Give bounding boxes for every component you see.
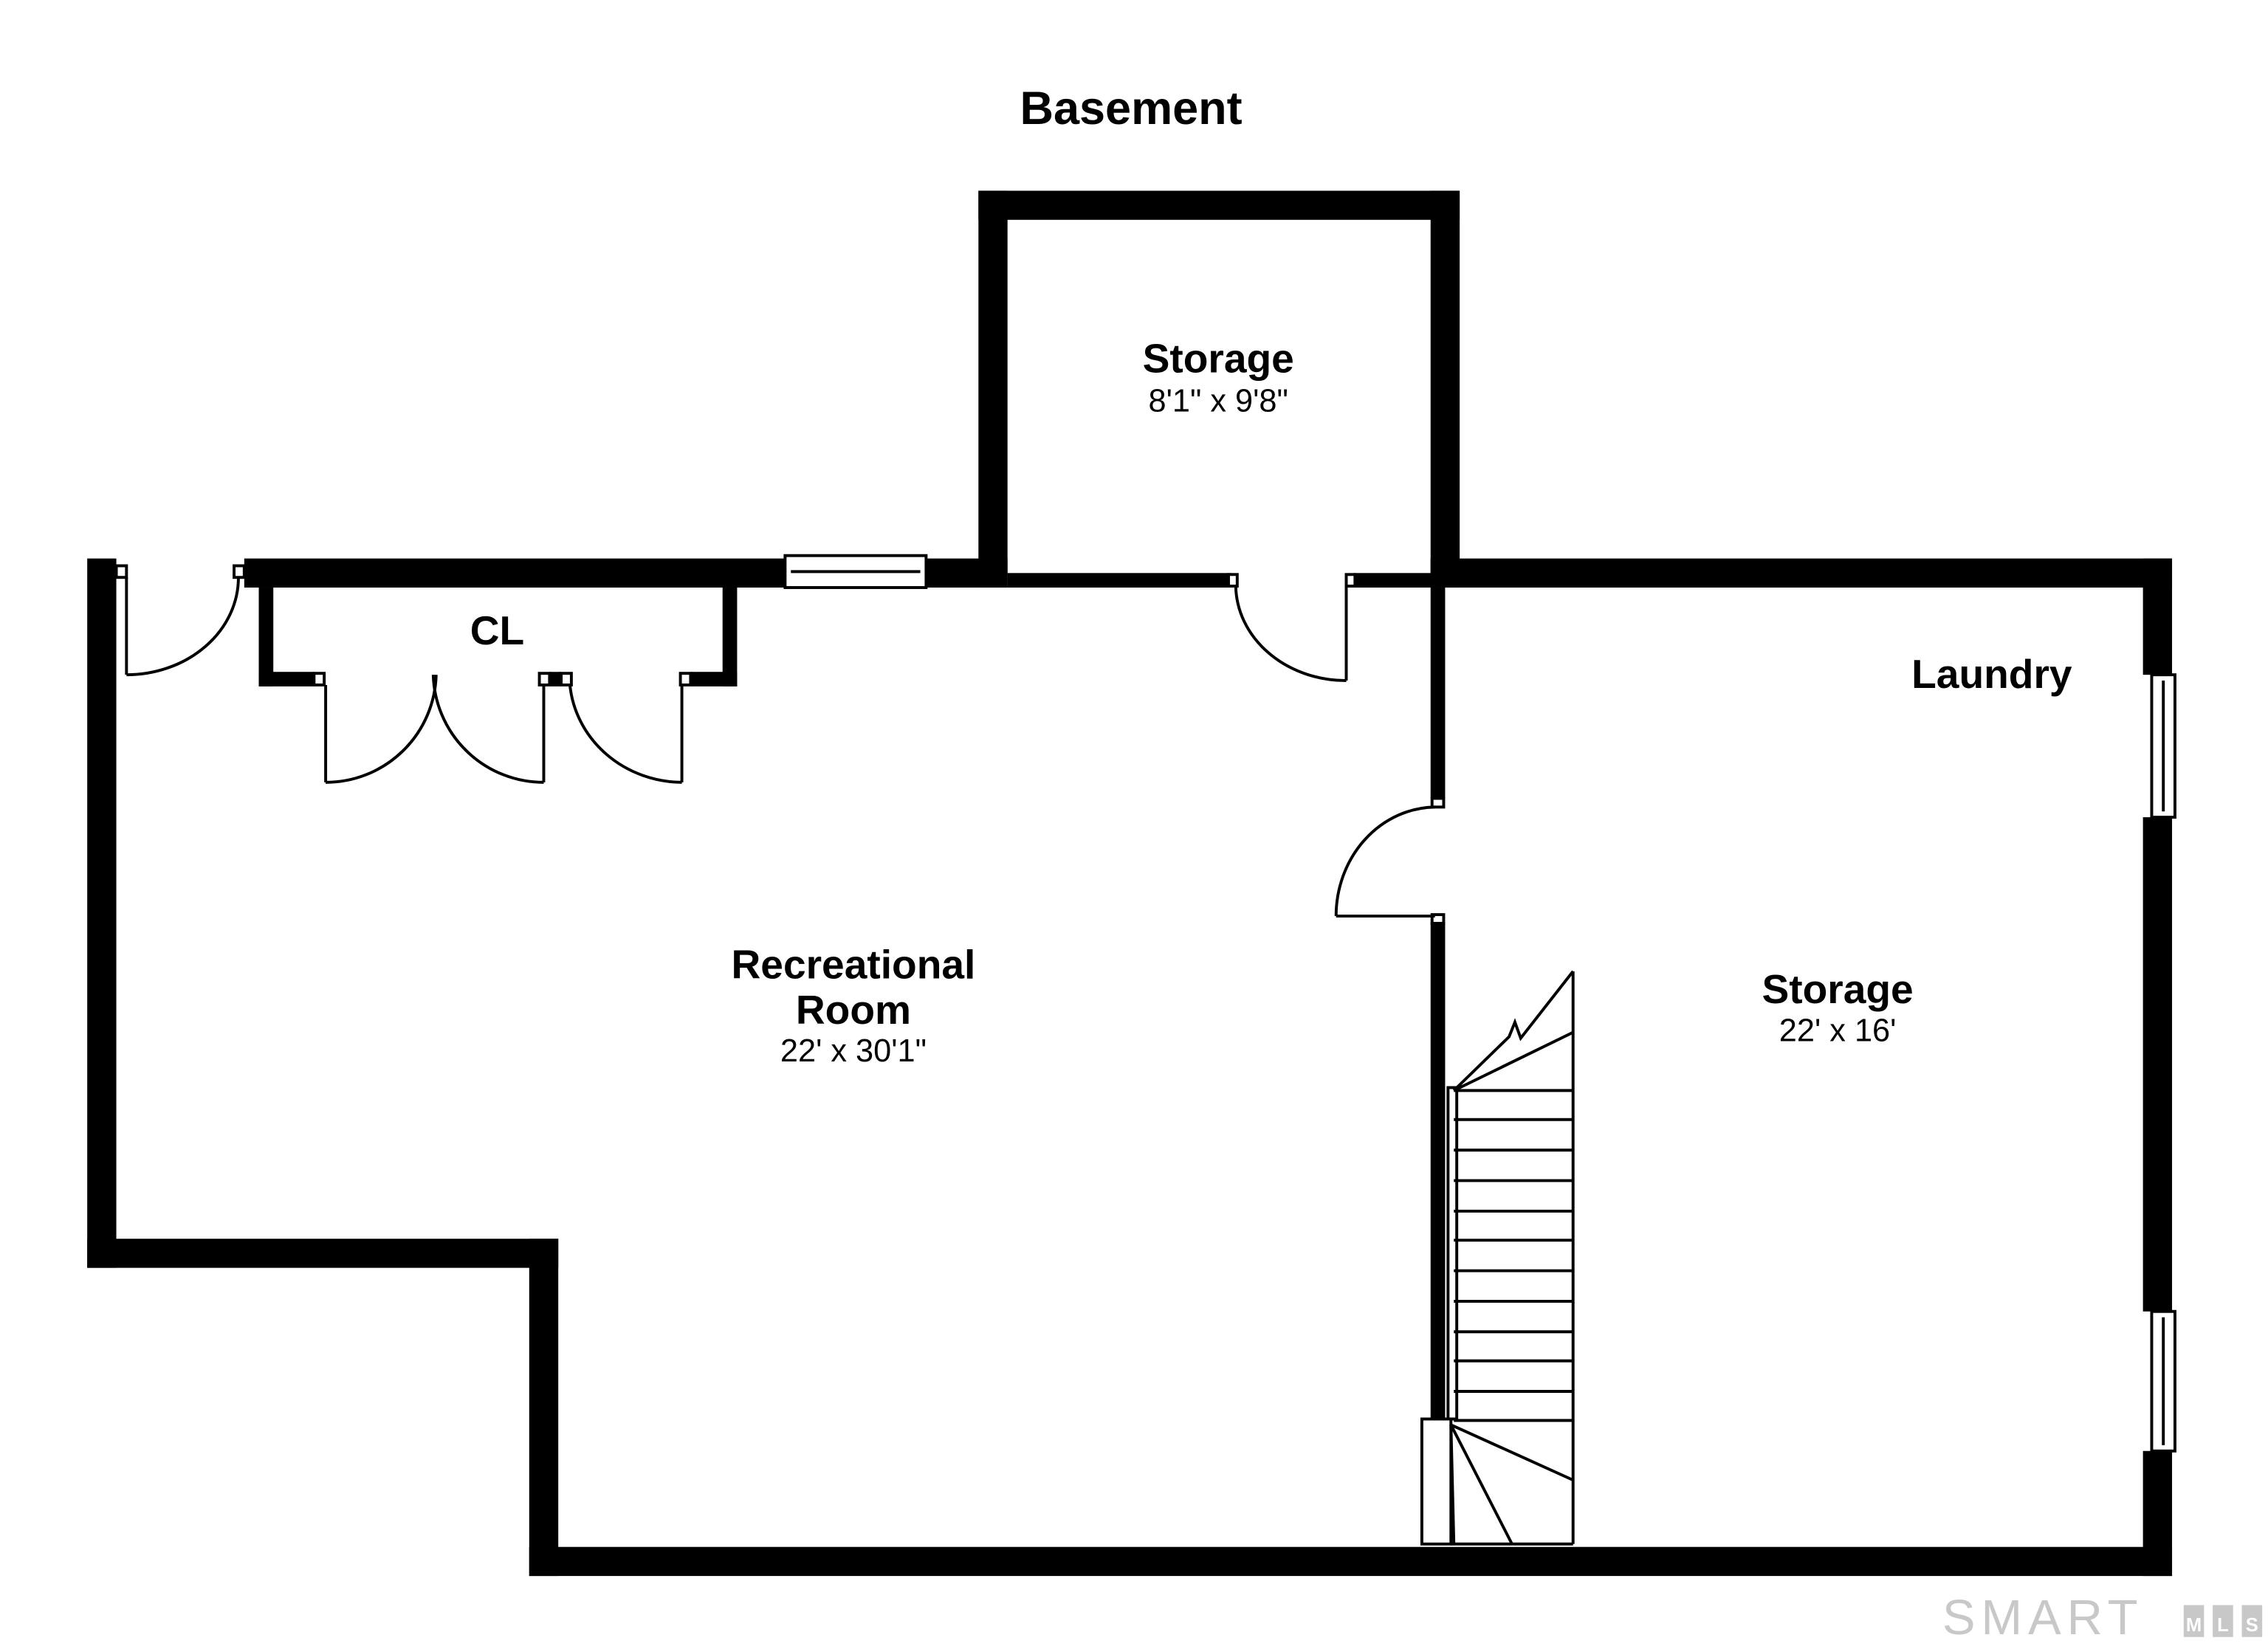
room-storage-top-name: Storage: [1143, 336, 1294, 382]
watermark-letter-s: S: [2246, 1615, 2258, 1636]
smart-mls-watermark: SMART M L S: [1942, 1590, 2263, 1645]
floor-title: Basement: [1020, 83, 1242, 134]
room-storage-right-name: Storage: [1762, 966, 1913, 1012]
room-storage-right-dims: 22' x 16': [1779, 1013, 1897, 1048]
labels: Basement Storage 8'1" x 9'8" CL Laundry …: [470, 83, 2072, 1069]
room-recreational-dims: 22' x 30'1": [780, 1033, 927, 1069]
room-storage-top-dims: 8'1" x 9'8": [1149, 384, 1288, 419]
room-recreational-name-line2: Room: [796, 987, 911, 1033]
watermark-word: SMART: [1942, 1590, 2143, 1645]
windows: [783, 554, 2176, 1453]
room-laundry-name: Laundry: [1911, 651, 2072, 697]
room-recreational-name-line1: Recreational: [731, 942, 975, 988]
walls: [87, 190, 2173, 1577]
watermark-letter-m: M: [2186, 1615, 2202, 1636]
room-closet-name: CL: [470, 607, 524, 653]
watermark-letter-l: L: [2217, 1615, 2229, 1636]
doors: [114, 564, 1446, 925]
staircase: [1420, 970, 1575, 1546]
